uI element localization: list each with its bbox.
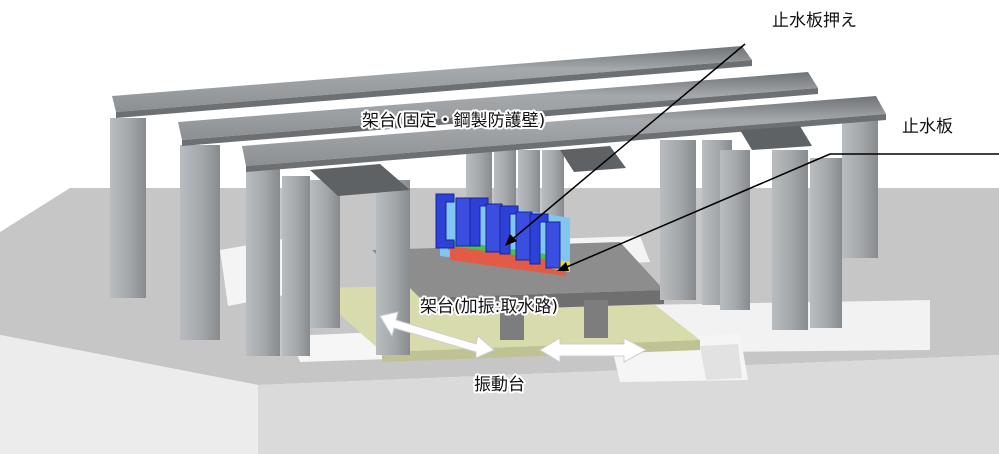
fixed-frame-beams: [112, 46, 886, 172]
column: [810, 158, 842, 328]
cross-beams: [310, 126, 812, 196]
column: [282, 176, 310, 356]
excitation-frame-front: [420, 290, 664, 312]
leader-water-stop-diag: [561, 153, 831, 270]
pit-center-inner: [700, 344, 742, 380]
beam-front-bottom: [246, 114, 886, 172]
leader-water-stop-head: [557, 262, 569, 271]
beam-back-bottom: [116, 60, 752, 118]
excitation-leg: [500, 304, 524, 340]
label-water-stop: 止水板: [902, 117, 953, 137]
column: [110, 118, 146, 298]
label-fixed-frame: 架台(固定・鋼製防護壁): [362, 111, 545, 131]
floor-right-face: [258, 355, 999, 454]
fixed-frame-columns: [110, 118, 878, 356]
column: [842, 118, 878, 258]
label-excitation-frame: 架台(加振:取水路): [420, 297, 558, 317]
arrow-horizontal: [539, 337, 648, 363]
arrow-diagonal: [379, 311, 495, 359]
water-stop-press-frames: [435, 193, 561, 269]
label-water-stop-press: 止水板押え: [772, 11, 857, 31]
excitation-arrows: [379, 311, 648, 363]
labels: 止水板押え 架台(固定・鋼製防護壁) 止水板 架台(加振:取水路) 振動台: [360, 11, 953, 397]
excitation-leg: [584, 300, 608, 338]
beam-back: [112, 46, 752, 112]
water-stop-seal-red: [450, 246, 566, 276]
floor-front-face: [0, 335, 258, 454]
callout-lines: [505, 43, 999, 271]
column: [246, 168, 280, 356]
label-shaking-table: 振動台: [474, 375, 525, 395]
column: [180, 145, 220, 340]
column: [720, 150, 750, 310]
column: [310, 180, 340, 328]
beam-front: [242, 96, 886, 166]
water-stop-assembly: [435, 193, 570, 276]
leader-water-stop-press-head: [505, 234, 517, 246]
beam-middle: [178, 72, 818, 140]
leader-water-stop-press: [508, 43, 746, 243]
column: [772, 150, 808, 330]
beam-middle-bottom: [182, 88, 818, 146]
